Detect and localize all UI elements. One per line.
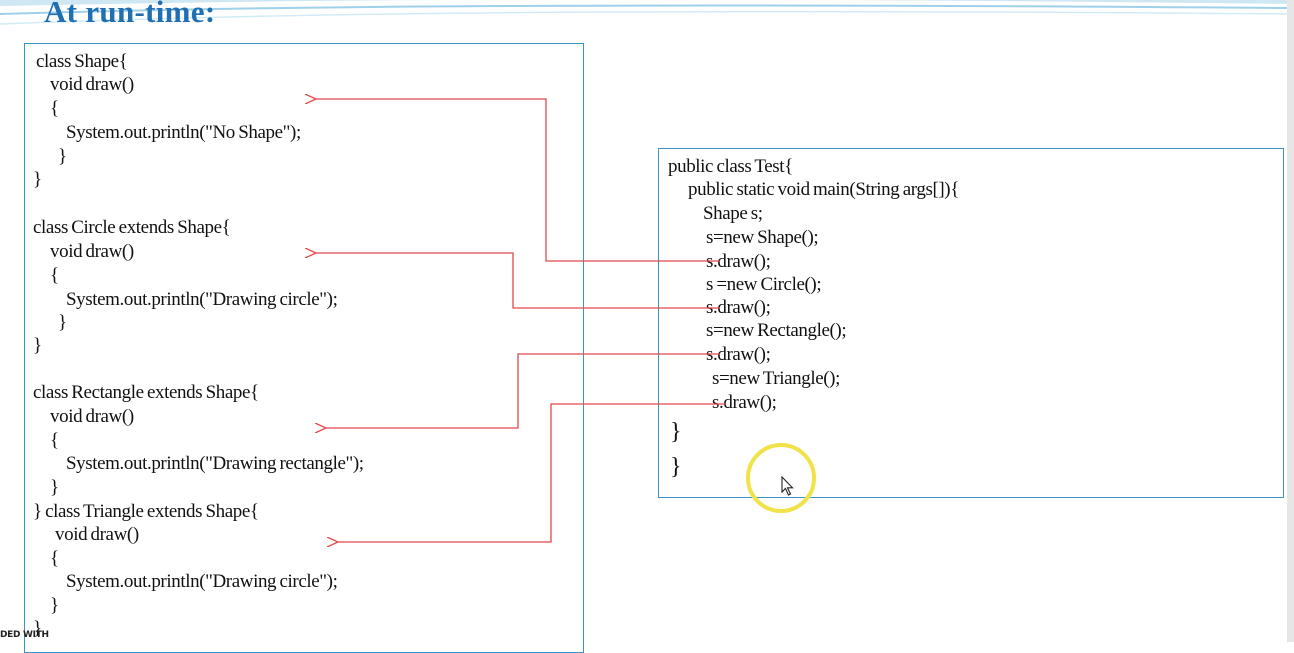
code-line: s=new Triangle(); — [712, 368, 840, 389]
code-line: s=new Rectangle(); — [706, 320, 847, 341]
code-line: } — [33, 618, 42, 639]
code-line: } — [670, 419, 682, 445]
code-line: } — [58, 312, 67, 333]
recording-watermark: DED WITH — [0, 630, 49, 640]
code-line: System.out.println("No Shape"); — [66, 122, 301, 143]
code-line: { — [50, 265, 59, 286]
code-line: } — [33, 335, 42, 356]
code-line: } — [50, 595, 59, 616]
code-line: System.out.println("Drawing circle"); — [66, 571, 338, 592]
code-line: s=new Shape(); — [706, 227, 819, 248]
code-line: class Circle extends Shape{ — [33, 217, 231, 238]
code-line: } — [50, 477, 59, 498]
window-edge — [1287, 0, 1294, 642]
code-line: s.draw(); — [706, 344, 771, 365]
test-class-panel — [658, 148, 1284, 498]
code-line: public static void main(String args[]){ — [688, 179, 959, 200]
mouse-pointer-icon — [781, 476, 794, 496]
code-line: { — [50, 548, 59, 569]
code-line: } — [670, 454, 682, 480]
code-line: s.draw(); — [712, 392, 777, 413]
code-line: s =new Circle(); — [706, 274, 822, 295]
code-line: public class Test{ — [668, 156, 793, 177]
code-line: { — [50, 98, 59, 119]
code-line: void draw() — [50, 406, 134, 427]
code-line: void draw() — [50, 241, 134, 262]
code-line: } — [58, 146, 67, 167]
code-line: System.out.println("Drawing circle"); — [66, 289, 338, 310]
slide-title: At run-time: — [44, 0, 216, 29]
code-line: System.out.println("Drawing rectangle"); — [66, 453, 364, 474]
code-line: void draw() — [55, 524, 139, 545]
code-line: } class Triangle extends Shape{ — [33, 501, 259, 522]
code-line: s.draw(); — [706, 251, 771, 272]
code-line: { — [50, 430, 59, 451]
code-line: void draw() — [50, 74, 134, 95]
code-line: Shape s; — [703, 203, 763, 224]
code-line: s.draw(); — [706, 297, 771, 318]
cursor-highlight-icon — [746, 443, 816, 513]
code-line: class Rectangle extends Shape{ — [33, 382, 259, 403]
code-line: } — [33, 169, 42, 190]
code-line: class Shape{ — [36, 51, 128, 72]
